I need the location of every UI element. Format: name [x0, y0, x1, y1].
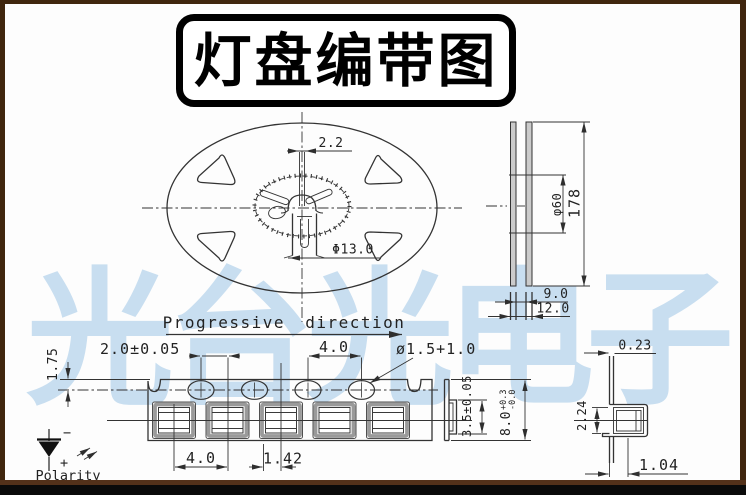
reel-front-view: 2.2 Φ13.0: [142, 112, 462, 322]
dim-edge-to-hole-text: 1.75: [46, 348, 61, 381]
dim-pocket-pitch-text: 4.0: [186, 449, 216, 467]
reel-cutout-nw: [196, 154, 236, 186]
reel-hub-serration: [252, 173, 352, 239]
progressive-direction: Progressive direction: [163, 313, 406, 338]
dim-tape-width-tol-up: +0.3: [499, 390, 509, 410]
polarity-positive: +: [60, 455, 68, 471]
dim-hole-to-pocket: 2.0±0.05: [100, 340, 240, 471]
dim-reel-center-hole: Φ13.0: [288, 243, 380, 261]
tape-top-view: 1.75 2.0±0.05 4.0 ø1.5+: [46, 338, 476, 471]
photo-frame-bottom: [0, 480, 746, 495]
polarity-symbol: − + Polarity: [35, 425, 100, 484]
dim-hub-dia: φ60: [550, 175, 566, 233]
light-emission-arrow: [76, 447, 91, 457]
reel-cutout-ne: [364, 154, 403, 185]
title-box: 灯盘编带图: [176, 14, 516, 107]
dim-pocket-width-text: 3.5±0.05: [460, 375, 474, 437]
dim-pocket-depth-text: 1.04: [639, 456, 679, 474]
dim-center-hole-text: Φ13.0: [332, 243, 374, 258]
dim-pocket-gap: 1.42: [249, 363, 303, 471]
dim-tape-width: 8.0 +0.3 -0.0: [451, 379, 531, 441]
reel-width-detail: 9.0 12.0: [488, 287, 570, 320]
reel-flange-left: [510, 121, 517, 287]
dim-slot-width-text: 2.2: [319, 136, 344, 151]
led-diode-icon: [37, 429, 98, 471]
light-emission-arrow: [83, 451, 98, 460]
reel-center-slot: [300, 219, 309, 248]
progressive-direction-label: Progressive direction: [163, 313, 406, 332]
dim-reel-slot-width: 2.2: [287, 136, 352, 154]
dim-outer-width-text: 12.0: [536, 302, 569, 317]
tape-end-view: 3.5±0.05 8.0 +0.3 -0.0: [443, 375, 531, 442]
end-view-pocket: [449, 399, 458, 435]
dim-pocket-width: 3.5±0.05: [458, 375, 487, 437]
dim-hole-pitch: 4.0: [307, 338, 362, 382]
reel-side-view: φ60 178 9.0: [486, 121, 590, 320]
dim-pocket-depth: 1.04: [585, 438, 688, 477]
dim-thickness-text: 0.23: [618, 339, 651, 354]
dim-pocket-inner-height-text: 2.24: [575, 400, 589, 431]
dim-flange-dia: 178: [533, 121, 590, 287]
dim-pocket-gap-text: 1.42: [263, 450, 303, 468]
polarity-negative: −: [63, 425, 71, 441]
reel-cutout-sw: [196, 230, 236, 262]
dim-thickness: 0.23: [584, 339, 656, 356]
dim-pocket-pitch: 4.0: [173, 404, 227, 471]
reel-hub-hole: [268, 205, 286, 220]
reel-hub-slot-left: [259, 189, 290, 206]
dim-tape-width-tol-low: -0.0: [508, 390, 518, 410]
section-pocket-outline: [601, 403, 649, 438]
tape-outline: [147, 378, 433, 442]
watermark: 光台光电子: [26, 254, 734, 426]
tape-section-view: 0.23 2.24 1.04: [574, 339, 688, 477]
dim-hole-to-pocket-text: 2.0±0.05: [100, 340, 180, 358]
dim-hole-dia-text: ø1.5+1.0: [396, 340, 476, 358]
dim-hub-dia-text: φ60: [550, 193, 564, 216]
dim-flange-dia-text: 178: [566, 188, 584, 218]
dim-pocket-inner-height: 2.24: [575, 400, 608, 434]
dim-hole-dia: ø1.5+1.0: [369, 340, 476, 384]
reel-center-dome: [287, 194, 317, 212]
dim-inner-width-text: 9.0: [544, 287, 569, 302]
reel-cutout-se: [364, 231, 403, 262]
page-title: 灯盘编带图: [193, 26, 499, 95]
reel-flange-right: [525, 121, 533, 287]
dim-edge-to-hole: 1.75: [46, 348, 150, 407]
dim-tape-width-text: 8.0: [499, 411, 514, 436]
dim-hole-pitch-text: 4.0: [319, 338, 349, 356]
reel-flange-outline: [166, 122, 438, 294]
